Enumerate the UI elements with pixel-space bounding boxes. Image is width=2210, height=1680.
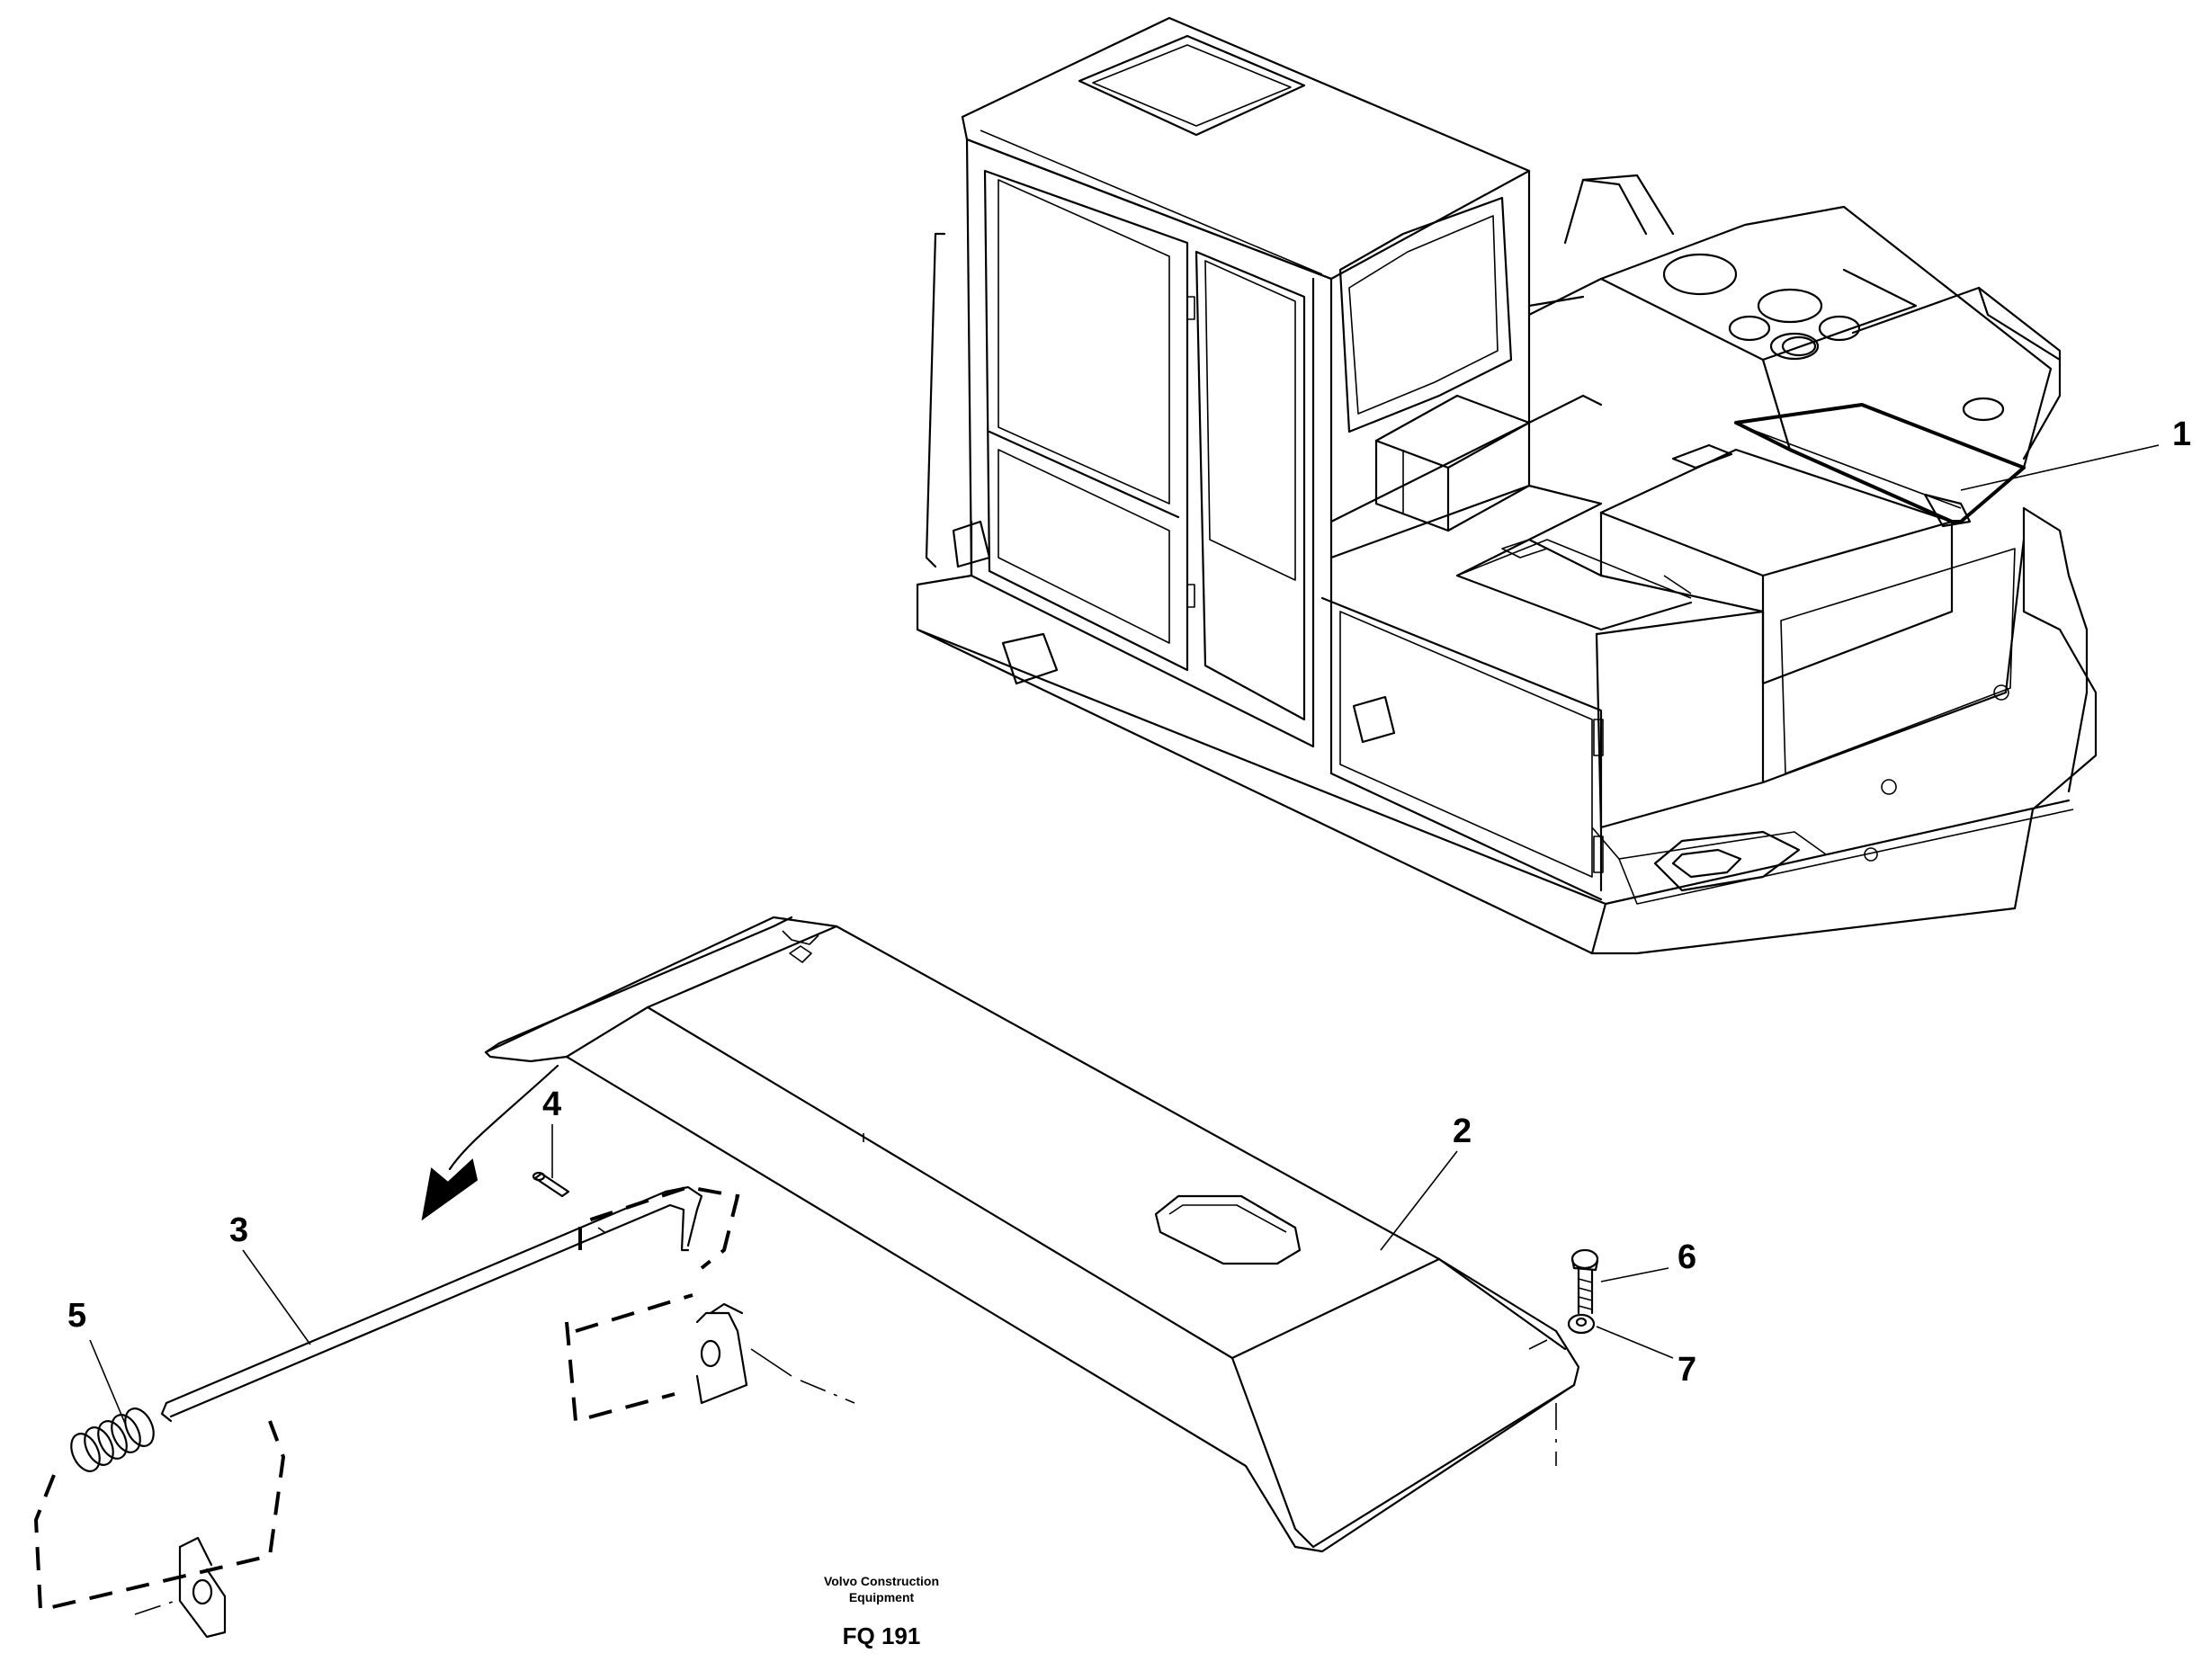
washer [1567,1313,1596,1335]
leader-7 [1596,1326,1674,1359]
callout-6: 6 [1678,1238,1696,1276]
pin [532,1171,570,1198]
caption-brand-line1: Volvo Construction [824,1574,939,1588]
bolt [1570,1248,1599,1315]
swing-arrow [421,1064,559,1221]
leader-1 [1960,444,2160,491]
locking-rod [160,1185,703,1423]
spring [70,1407,155,1472]
bracket-lower [33,1420,286,1639]
callout-2: 2 [1453,1113,1472,1150]
figure-code: FQ 191 [843,1622,921,1649]
leader-2 [1380,1150,1458,1251]
bracket-upper [565,1184,855,1424]
caption-brand-line2: Equipment [849,1590,915,1604]
cover-plate [484,916,1580,1553]
machine-upper-structure [916,16,2098,955]
callout-5: 5 [67,1297,86,1335]
callout-7: 7 [1678,1351,1696,1389]
callout-3: 3 [229,1211,248,1249]
leader-6 [1600,1267,1669,1282]
callout-1: 1 [2172,416,2191,453]
callout-4: 4 [542,1086,561,1123]
leader-5 [89,1339,127,1426]
leader-3 [242,1249,311,1345]
